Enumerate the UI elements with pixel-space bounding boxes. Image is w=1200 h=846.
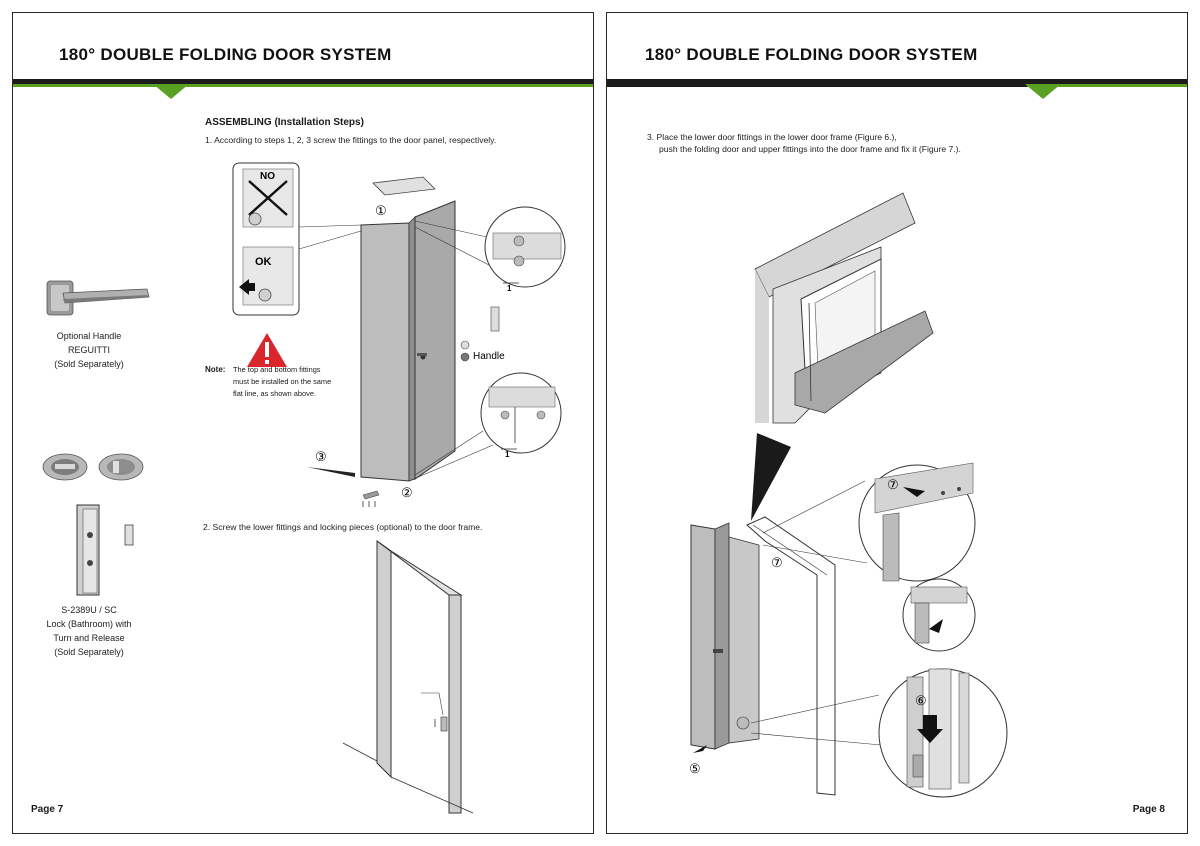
- callout-6: ⑥: [915, 693, 927, 708]
- step-2-text: 2. Screw the lower fittings and locking …: [203, 522, 483, 532]
- callout-3: ③: [315, 449, 327, 464]
- header-bar: [607, 79, 1187, 99]
- step-3-text-line1: 3. Place the lower door fittings in the …: [647, 132, 897, 142]
- callout-1: ①: [375, 203, 387, 218]
- callout-2: ②: [401, 485, 413, 500]
- section-title: ASSEMBLING (Installation Steps): [205, 117, 364, 128]
- lock-caption-line: S-2389U / SC: [61, 605, 117, 615]
- measure-label: 1: [505, 450, 510, 459]
- right-page: 180° DOUBLE FOLDING DOOR SYSTEM 3. Place…: [606, 12, 1188, 834]
- handle-caption-line: Optional Handle: [56, 331, 122, 341]
- handle-caption: Optional Handle REGUITTI (Sold Separatel…: [29, 329, 149, 371]
- step-1-text: 1. According to steps 1, 2, 3 screw the …: [205, 135, 497, 145]
- note-block: Note: The top and bottom fittings must b…: [205, 364, 335, 398]
- measure-label: 1: [507, 284, 512, 293]
- no-label: NO: [260, 171, 275, 182]
- page-number: Page 8: [1132, 804, 1165, 815]
- handle-label: Handle: [473, 351, 505, 362]
- page-title: 180° DOUBLE FOLDING DOOR SYSTEM: [645, 45, 978, 64]
- lock-caption: S-2389U / SC Lock (Bathroom) with Turn a…: [29, 603, 149, 659]
- callout-7: ⑦: [887, 477, 899, 492]
- assembly-figure: NO OK ① 1 Handle: [232, 162, 566, 507]
- ok-label: OK: [255, 256, 272, 268]
- page-number: Page 7: [31, 804, 64, 815]
- door-insert-figure: ⑦ ⑤ ⑦ ⑥: [689, 433, 1008, 798]
- page-title: 180° DOUBLE FOLDING DOOR SYSTEM: [59, 45, 392, 64]
- handle-caption-line: (Sold Separately): [54, 359, 124, 369]
- lock-caption-line: Turn and Release: [53, 633, 125, 643]
- handle-caption-line: REGUITTI: [68, 345, 110, 355]
- note-label: Note:: [205, 365, 226, 374]
- note-text: The top and bottom fittings must be inst…: [233, 365, 332, 398]
- left-page: 180° DOUBLE FOLDING DOOR SYSTEM Optional…: [12, 12, 594, 834]
- door-frame-figure: [342, 540, 474, 814]
- callout-5: ⑤: [689, 761, 701, 776]
- lock-image: [42, 453, 144, 596]
- lock-caption-line: (Sold Separately): [54, 647, 124, 657]
- step-3-text-line2: push the folding door and upper fittings…: [659, 144, 961, 154]
- callout-7: ⑦: [771, 555, 783, 570]
- lower-frame-figure: [754, 192, 934, 424]
- header-bar: [13, 79, 593, 99]
- lock-caption-line: Lock (Bathroom) with: [46, 619, 132, 629]
- handle-image: [46, 280, 150, 316]
